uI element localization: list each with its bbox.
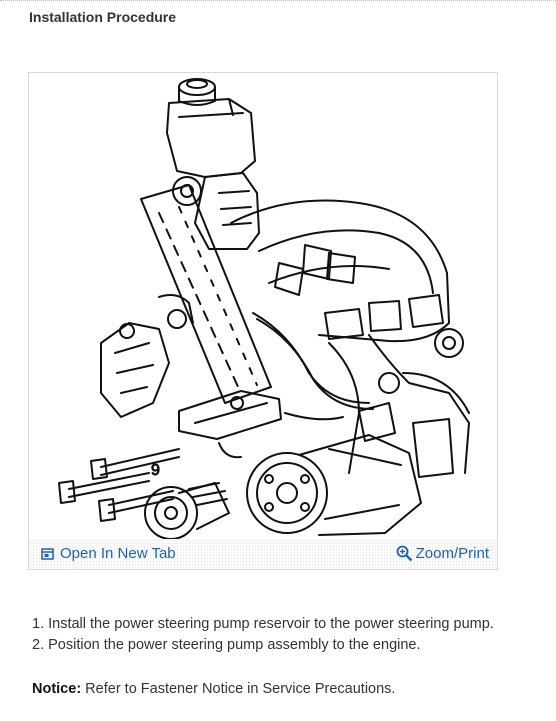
open-in-new-tab-link[interactable]: Open In New Tab: [41, 545, 176, 562]
engine-illustration: 9: [58, 78, 470, 539]
svg-text:9: 9: [151, 462, 160, 479]
zoom-print-label: Zoom/Print: [415, 545, 489, 562]
steps-list: 1. Install the power steering pump reser…: [32, 614, 494, 656]
top-divider: [0, 0, 556, 1]
notice-paragraph: Notice: Refer to Fastener Notice in Serv…: [32, 681, 395, 697]
notice-text: Refer to Fastener Notice in Service Prec…: [81, 681, 396, 697]
magnifier-plus-icon: [396, 545, 412, 562]
figure-toolbar: Open In New Tab Zoom/Print: [29, 539, 497, 569]
zoom-print-link[interactable]: Zoom/Print: [396, 545, 489, 562]
external-window-icon: [41, 547, 54, 560]
section-title: Installation Procedure: [29, 9, 177, 25]
open-in-new-tab-label: Open In New Tab: [60, 545, 176, 562]
step-item: 1. Install the power steering pump reser…: [32, 616, 494, 632]
step-item: 2. Position the power steering pump asse…: [32, 637, 421, 653]
figure-container: 9 Open In New Ta: [28, 72, 498, 570]
notice-label: Notice:: [32, 681, 82, 697]
